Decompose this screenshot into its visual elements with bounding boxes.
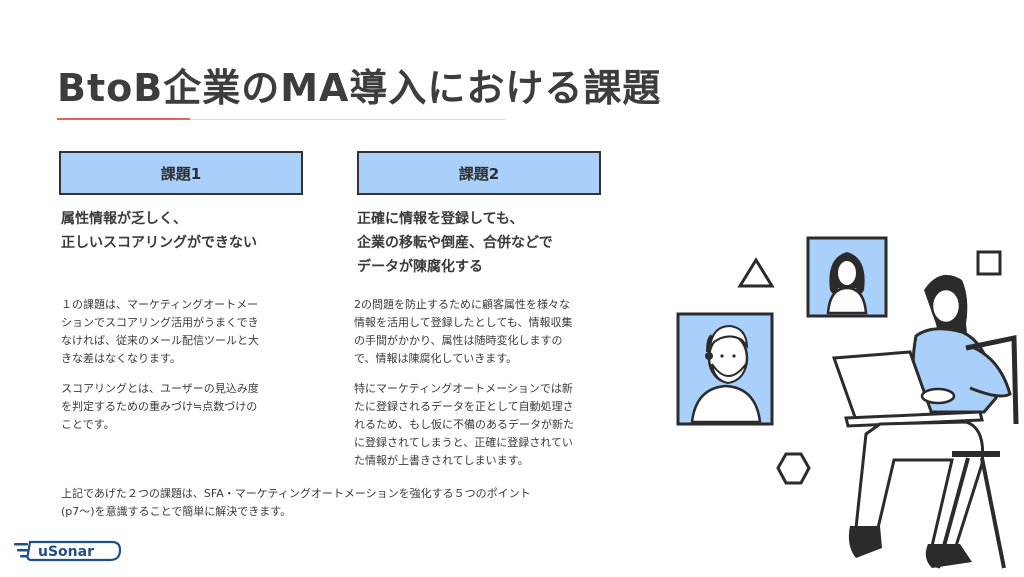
text-line: 2の問題を防止するために顧客属性を様々な <box>354 298 570 311</box>
issue-1-heading-line: 属性情報が乏しく、 <box>61 211 187 227</box>
issue-2-paragraph-2: 特にマーケティングオートメーションでは新 たに登録されるデータを正として自動処理… <box>354 380 626 470</box>
text-line: を判定するための重みづけ≒点数づけの <box>61 400 258 413</box>
text-line: スコアリングとは、ユーザーの見込み度 <box>61 382 259 395</box>
text-line: 特にマーケティングオートメーションでは新 <box>354 382 573 395</box>
remote-meeting-illustration <box>670 228 1024 577</box>
text-line: 上記であげた２つの課題は、SFA・マーケティングオートメーションを強化する５つの… <box>61 487 531 500</box>
text-line: で、情報は陳腐化していきます。 <box>354 352 518 365</box>
text-line: １の課題は、マーケティングオートメー <box>61 298 259 311</box>
text-line: に登録されてしまうと、正確に登録されてい <box>354 436 573 449</box>
logo-text: uSonar <box>38 544 94 560</box>
woman-portrait-frame <box>806 236 888 318</box>
text-line: (p7〜)を意識することで簡単に解決できます。 <box>61 505 292 518</box>
issue-1-tag: 課題1 <box>59 151 303 195</box>
text-line: なければ、従来のメール配信ツールと大 <box>61 334 259 347</box>
text-line: たに登録されるデータを正として自動処理さ <box>354 400 574 413</box>
text-line: の手間がかかり、属性は随時変化しますの <box>354 334 563 347</box>
text-line: れるため、もし仮に不備のあるデータが新た <box>354 418 574 431</box>
title-divider <box>57 119 505 120</box>
issue-1-heading: 属性情報が乏しく、 正しいスコアリングができない <box>61 207 341 255</box>
issue-2-heading-line: データが陳腐化する <box>357 259 483 275</box>
issue-1-heading-line: 正しいスコアリングができない <box>61 235 257 251</box>
issue-2-heading-line: 企業の移転や倒産、合併などで <box>357 235 553 251</box>
title-accent-line <box>57 118 190 120</box>
text-line: きな差はなくなります。 <box>61 352 181 365</box>
page-title: BtoB企業のMA導入における課題 <box>57 66 662 110</box>
triangle-shape <box>737 257 775 288</box>
issue-2-tag: 課題2 <box>357 151 601 195</box>
square-shape <box>976 250 1002 276</box>
issue-2-paragraph-1: 2の問題を防止するために顧客属性を様々な 情報を活用して登録したとしても、情報収… <box>354 296 626 368</box>
text-line: ことです。 <box>61 418 115 431</box>
hexagon-shape <box>776 452 811 485</box>
woman-with-laptop <box>831 274 1019 569</box>
summary-footer: 上記であげた２つの課題は、SFA・マーケティングオートメーションを強化する５つの… <box>61 485 621 521</box>
issue-1-paragraph-2: スコアリングとは、ユーザーの見込み度 を判定するための重みづけ≒点数づけの こと… <box>61 380 311 434</box>
usonar-logo: uSonar <box>14 537 124 571</box>
man-portrait-frame <box>676 312 774 426</box>
issue-1-paragraph-1: １の課題は、マーケティングオートメー ションでスコアリング活用がうまくでき なけ… <box>61 296 311 368</box>
issue-2-heading-line: 正確に情報を登録しても、 <box>357 211 524 227</box>
text-line: た情報が上書きされてしまいます。 <box>354 454 529 467</box>
text-line: 情報を活用して登録したとしても、情報収集 <box>354 316 573 329</box>
text-line: ションでスコアリング活用がうまくでき <box>61 316 259 329</box>
issue-2-heading: 正確に情報を登録しても、 企業の移転や倒産、合併などで データが陳腐化する <box>357 207 637 279</box>
